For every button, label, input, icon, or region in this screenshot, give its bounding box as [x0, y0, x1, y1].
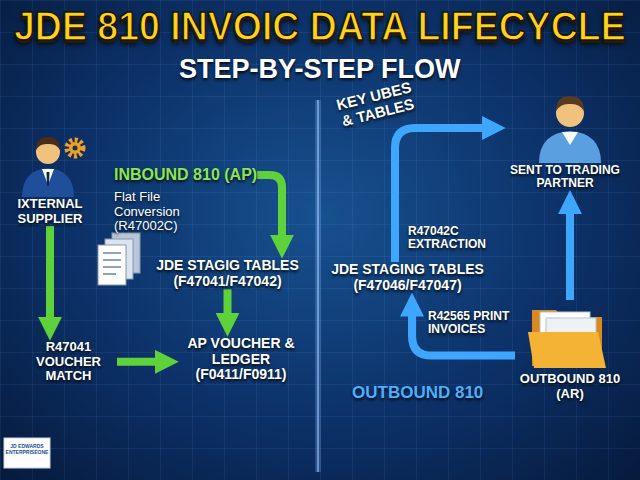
logo-plate	[4, 438, 50, 468]
person-hair	[556, 96, 584, 111]
step-text: AP VOUCHER & LEDGER (F0411/F0911)	[178, 336, 304, 383]
flow-step: OUTBOUND 810 (AR)	[515, 300, 625, 401]
flow-step: INBOUND 810 (AP)	[114, 166, 257, 184]
edge-label: R47042C EXTRACTION	[408, 225, 508, 252]
subtitle-text: STEP-BY-STEP FLOW	[179, 54, 461, 84]
person-body	[22, 168, 74, 197]
partner-icon	[539, 96, 601, 163]
tie	[47, 172, 50, 186]
step-text: INBOUND 810 (AP)	[114, 166, 257, 184]
edge-label: R42565 PRINT INVOICES	[428, 310, 514, 337]
step-text: OUTBOUND 810 (AR)	[515, 372, 625, 401]
flow-step: JDE STAGIG TABLES (F47041/F47042)	[145, 258, 310, 289]
document-page	[98, 245, 126, 285]
step-text: JDE STAGING TABLES (F47046/F47047)	[325, 262, 490, 293]
title-text: JDE 810 INVOIC DATA LIFECYCLE	[14, 4, 626, 48]
step-text: R47041 VOUCHER MATCH	[20, 340, 117, 384]
section-label: OUTBOUND 810	[352, 383, 483, 402]
gear-body	[69, 142, 81, 154]
shirt	[42, 169, 54, 185]
document-line	[103, 273, 116, 275]
divider-line	[317, 100, 319, 472]
document-line	[103, 252, 121, 254]
collar	[562, 132, 578, 145]
flow-arrow	[46, 226, 54, 318]
document-line	[103, 259, 121, 261]
flow-arrow	[224, 289, 232, 313]
person-body	[539, 131, 601, 163]
step-text: JDE STAGIG TABLES (F47041/F47042)	[145, 258, 310, 289]
step-text: SENT TO TRADING PARTNER	[505, 164, 625, 191]
flow-arrow	[257, 175, 282, 236]
step-text: IXTERNAL SUPPLIER	[8, 197, 92, 226]
logo-text: JD EDWARDS ENTERPRISEONE	[5, 443, 49, 455]
flow-step: IXTERNAL SUPPLIER	[8, 135, 92, 226]
flow-step: JDE STAGING TABLES (F47046/F47047)	[325, 262, 490, 293]
folder-icon	[528, 310, 606, 368]
flow-step: SENT TO TRADING PARTNER	[505, 92, 625, 191]
edge-label: Flat File Conversion (R47002C)	[114, 190, 222, 234]
flow-step: AP VOUCHER & LEDGER (F0411/F0911)	[178, 336, 304, 383]
document-line	[103, 266, 121, 268]
flow-step: R47041 VOUCHER MATCH	[20, 340, 117, 384]
person-hair	[36, 137, 60, 150]
folder-front	[528, 332, 606, 368]
divider-glow	[315, 100, 321, 472]
supplier-icon	[22, 137, 83, 197]
flow-arrow	[117, 358, 156, 366]
gear-hole	[73, 146, 78, 151]
document-stack-icon	[98, 233, 140, 285]
gear-teeth	[67, 140, 83, 156]
flow-arrow	[566, 213, 574, 300]
